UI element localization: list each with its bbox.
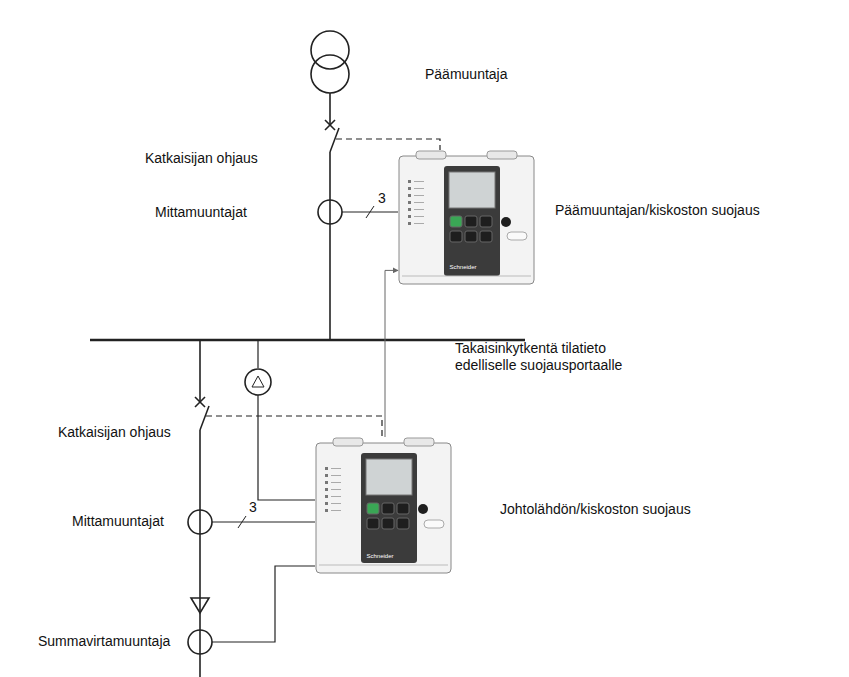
annotation: Päämuuntaja: [425, 66, 508, 83]
breaker-mark: [195, 397, 205, 407]
annotation: Mittamuuntajat: [72, 513, 164, 530]
summation-ct: [188, 630, 212, 654]
wire-count: 3: [378, 190, 386, 207]
control-line: [336, 139, 440, 150]
voltage-transformer: [245, 369, 271, 395]
wire-count: 3: [249, 499, 257, 516]
breaker-blade: [200, 406, 209, 430]
annotation: Katkaisijan ohjaus: [145, 150, 258, 167]
transformer-symbol: [311, 55, 349, 93]
annotation: Summavirtamuuntaja: [38, 633, 170, 650]
feedback-line: [385, 270, 398, 437]
current-transformer: [188, 510, 212, 534]
annotation: Takaisinkytkentä tilatieto edelliselle s…: [455, 340, 660, 374]
transformer-symbol: [311, 31, 349, 69]
control-line: [206, 416, 382, 437]
breaker-blade: [330, 128, 339, 152]
annotation: Katkaisijan ohjaus: [58, 424, 171, 441]
breaker-mark: [325, 120, 335, 130]
annotation: Mittamuuntajat: [155, 204, 247, 221]
brand-logo: Schneider: [366, 553, 393, 560]
current-transformer: [318, 200, 342, 224]
brand-logo: Schneider: [449, 264, 476, 271]
relay-label: Johtolähdön/kiskoston suojaus: [500, 501, 691, 518]
cable-end: [191, 598, 209, 613]
relay-label: Päämuuntajan/kiskoston suojaus: [555, 202, 760, 219]
